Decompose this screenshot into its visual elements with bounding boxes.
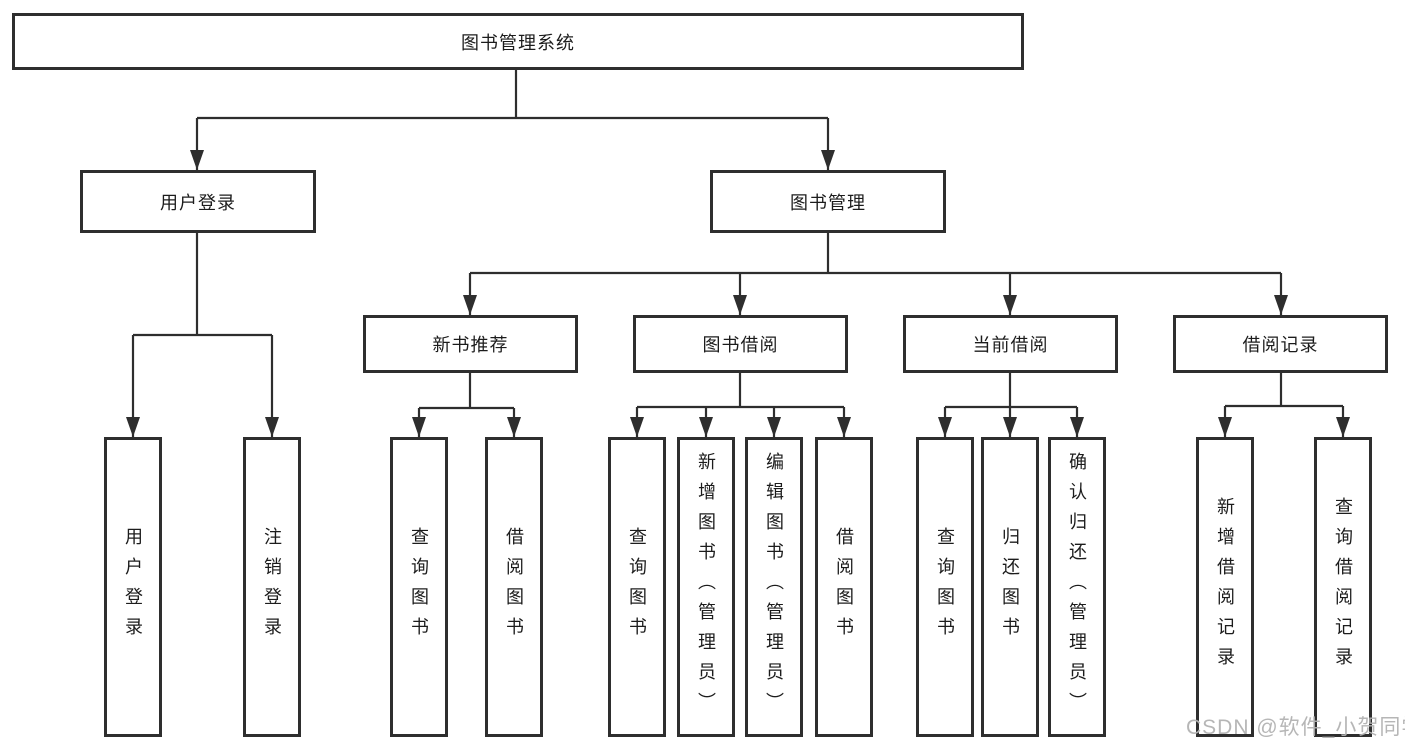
leaf-borrowing-query-books: 查询图书 (608, 437, 666, 737)
leaf-records-query-record: 查询借阅记录 (1314, 437, 1372, 737)
node-current-borrowing: 当前借阅 (903, 315, 1118, 373)
node-borrowing-records: 借阅记录 (1173, 315, 1388, 373)
leaf-borrowing-edit-books-admin: 编辑图书（管理员） (745, 437, 803, 737)
leaf-records-query-record-label: 查询借阅记录 (1333, 497, 1353, 677)
connector-borrowing-records-children (1218, 373, 1350, 437)
node-new-book-recommend-label: 新书推荐 (432, 335, 509, 355)
leaf-logout-label: 注销登录 (262, 527, 282, 647)
node-book-borrowing: 图书借阅 (633, 315, 848, 373)
connector-new-book-recommend-children (412, 373, 521, 437)
leaf-records-add-record-label: 新增借阅记录 (1215, 497, 1235, 677)
node-library-system-label: 图书管理系统 (461, 32, 575, 53)
leaf-recommend-borrow-books-label: 借阅图书 (504, 527, 524, 647)
connector-book-borrowing-children (630, 373, 851, 437)
leaf-recommend-query-books-label: 查询图书 (409, 527, 429, 647)
leaf-current-return-books-label: 归还图书 (1000, 527, 1020, 647)
leaf-borrowing-borrow-books: 借阅图书 (815, 437, 873, 737)
leaf-current-confirm-return-admin-label: 确认归还（管理员） (1067, 452, 1087, 722)
node-book-borrowing-label: 图书借阅 (702, 335, 779, 355)
leaf-current-confirm-return-admin: 确认归还（管理员） (1048, 437, 1106, 737)
node-new-book-recommend: 新书推荐 (363, 315, 578, 373)
node-book-management: 图书管理 (710, 170, 946, 233)
leaf-recommend-query-books: 查询图书 (390, 437, 448, 737)
leaf-current-return-books: 归还图书 (981, 437, 1039, 737)
leaf-borrowing-add-books-admin-label: 新增图书（管理员） (696, 452, 716, 722)
leaf-borrowing-add-books-admin: 新增图书（管理员） (677, 437, 735, 737)
connector-current-borrowing-children (938, 373, 1084, 437)
node-user-login: 用户登录 (80, 170, 316, 233)
leaf-user-login: 用户登录 (104, 437, 162, 737)
leaf-borrowing-borrow-books-label: 借阅图书 (834, 527, 854, 647)
node-user-login-label: 用户登录 (160, 192, 236, 213)
leaf-current-query-books-label: 查询图书 (935, 527, 955, 647)
node-current-borrowing-label: 当前借阅 (972, 335, 1049, 355)
node-borrowing-records-label: 借阅记录 (1242, 335, 1319, 355)
watermark: CSDN @软件_小贺同学 (1186, 716, 1405, 739)
leaf-borrowing-edit-books-admin-label: 编辑图书（管理员） (764, 452, 784, 722)
leaf-recommend-borrow-books: 借阅图书 (485, 437, 543, 737)
connector-user-login-children (126, 233, 279, 437)
node-library-system: 图书管理系统 (12, 13, 1024, 70)
connector-root-to-level1 (190, 70, 835, 170)
leaf-records-add-record: 新增借阅记录 (1196, 437, 1254, 737)
connector-book-management-children (463, 233, 1288, 315)
leaf-current-query-books: 查询图书 (916, 437, 974, 737)
leaf-borrowing-query-books-label: 查询图书 (627, 527, 647, 647)
leaf-logout: 注销登录 (243, 437, 301, 737)
leaf-user-login-label: 用户登录 (123, 527, 143, 647)
node-book-management-label: 图书管理 (790, 192, 866, 213)
